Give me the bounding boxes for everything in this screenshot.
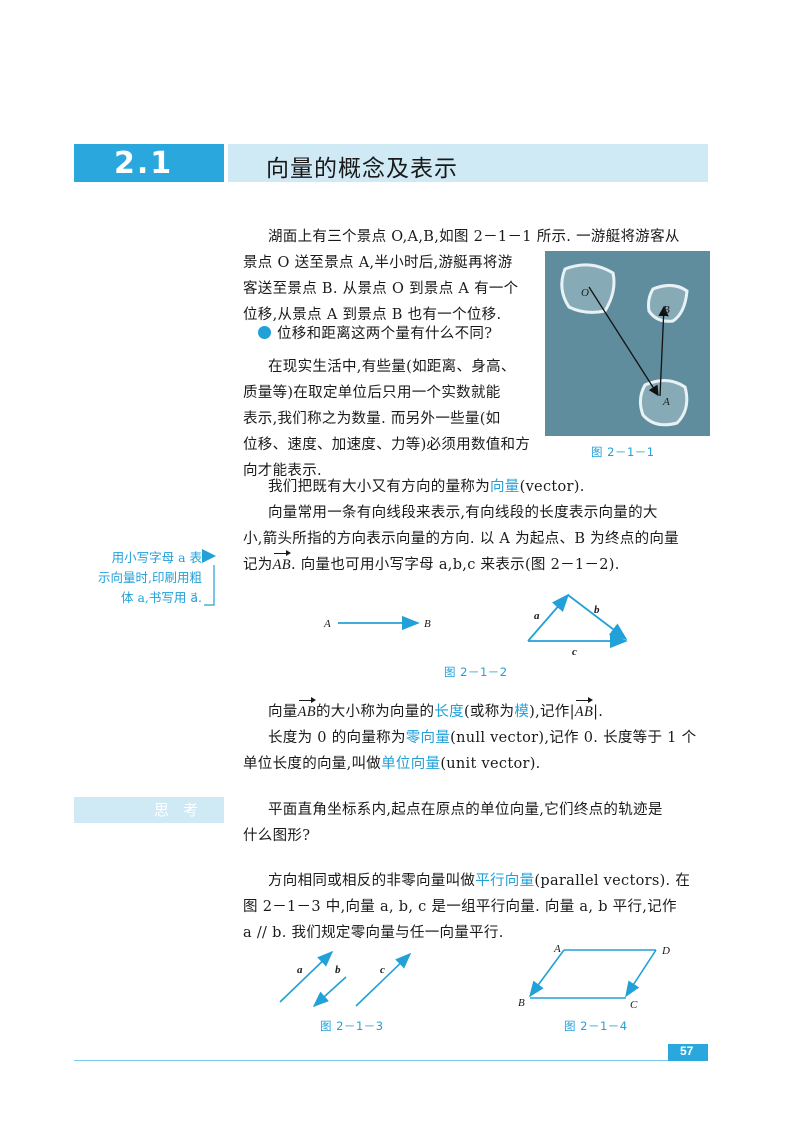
length-end: |. xyxy=(593,704,604,720)
intro-line-1: 湖面上有三个景点 O,A,B,如图 2－1－1 所示. 一游艇将游客从 xyxy=(268,229,680,245)
vector-rep-line-3-post: . 向量也可用小写字母 a,b,c 来表示(图 2－1－2). xyxy=(290,557,620,573)
zero-paragraph-line-1: 长度为 0 的向量称为零向量(null vector),记作 0. 长度等于 1… xyxy=(268,725,696,751)
length-mid: 的大小称为向量的 xyxy=(315,704,435,720)
section-title-bar: 向量的概念及表示 xyxy=(228,144,708,182)
scalar-line-2: 质量等)在取定单位后只用一个实数就能 xyxy=(243,385,501,401)
vector-def-post: (vector). xyxy=(519,479,585,495)
fig2-label-a: A xyxy=(323,618,331,630)
section-title: 向量的概念及表示 xyxy=(266,156,458,182)
figure-lake-photo: O B A xyxy=(545,251,710,436)
section-number: 2.1 xyxy=(114,146,174,181)
figure-3-caption: 图 2－1－3 xyxy=(320,1019,384,1033)
vector-b-arrow xyxy=(567,594,628,641)
page-number: 57 xyxy=(680,1044,694,1058)
length-paragraph: 向量AB的大小称为向量的长度(或称为模),记作|AB|. xyxy=(268,697,604,725)
intro-line-3: 客送至景点 B. 从景点 O 到景点 A 有一个 xyxy=(243,281,519,297)
unit-post: (unit vector). xyxy=(440,756,541,772)
figure-2-diagram: A B a b c xyxy=(323,593,628,658)
vector-o-to-a xyxy=(588,286,659,397)
parallel-line-2: 图 2－1－3 中,向量 a, b, c 是一组平行向量. 向量 a, b 平行… xyxy=(243,899,677,915)
length-pre: 向量 xyxy=(268,704,298,720)
section-number-bar: 2.1 xyxy=(74,144,224,182)
figure-2-caption: 图 2－1－2 xyxy=(444,665,508,679)
scalar-line-3: 表示,我们称之为数量. 而另外一些量(如 xyxy=(243,411,501,427)
fig2-label-b: B xyxy=(424,618,431,630)
parallel-vector-c xyxy=(355,952,412,1007)
vector-rep-line-3: 记为AB. 向量也可用小写字母 a,b,c 来表示(图 2－1－2). xyxy=(243,550,620,578)
term-length: 长度 xyxy=(434,704,464,720)
zero-pre: 长度为 0 的向量称为 xyxy=(268,730,406,746)
fig3-label-b: b xyxy=(335,964,341,976)
think-label-bar: 思考 xyxy=(74,797,224,823)
vector-a-arrow xyxy=(527,593,570,642)
page-number-box: 57 xyxy=(668,1044,708,1061)
question-text: 位移和距离这两个量有什么不同? xyxy=(277,326,493,342)
side-note-bracket xyxy=(202,549,216,606)
vector-ab-symbol: AB xyxy=(273,550,292,578)
parallel-post: (parallel vectors). 在 xyxy=(534,873,691,889)
parallel-line-3: a // b. 我们规定零向量与任一向量平行. xyxy=(243,925,504,941)
footer-rule xyxy=(74,1060,708,1061)
intro-line-4: 位移,从景点 A 到景点 B 也有一个位移. xyxy=(243,307,502,323)
scalar-line-5: 向才能表示. xyxy=(243,463,322,479)
unit-pre: 单位长度的向量,叫做 xyxy=(243,756,382,772)
side-note-line-2: 示向量时,印刷用粗 xyxy=(98,570,202,585)
think-label: 思考 xyxy=(154,801,213,819)
term-vector: 向量 xyxy=(490,479,520,495)
side-note: 用小写字母 a 表 示向量时,印刷用粗 体 a,书写用 a⃗. xyxy=(74,548,202,608)
parallel-line-1: 方向相同或相反的非零向量叫做平行向量(parallel vectors). 在 xyxy=(268,868,690,894)
question-line: 位移和距离这两个量有什么不同? xyxy=(258,321,492,347)
vector-rep-line-2: 小,箭头所指的方向表示向量的方向. 以 A 为起点、B 为终点的向量 xyxy=(243,531,679,547)
parallel-vector-b xyxy=(312,976,347,1008)
vector-definition: 我们把既有大小又有方向的量称为向量(vector). xyxy=(268,474,585,500)
question-bullet-icon xyxy=(258,326,271,339)
vector-dc xyxy=(625,949,657,998)
think-line-1: 平面直角坐标系内,起点在原点的单位向量,它们终点的轨迹是 xyxy=(268,802,663,818)
fig4-label-a: A xyxy=(553,943,561,955)
scalar-line-1: 在现实生活中,有些量(如距离、身高、 xyxy=(268,359,516,375)
scalar-line-4: 位移、速度、加速度、力等)必须用数值和方 xyxy=(243,437,531,453)
parallel-vector-a xyxy=(279,950,334,1003)
fig3-label-c: c xyxy=(380,964,385,976)
vector-def-pre: 我们把既有大小又有方向的量称为 xyxy=(268,479,490,495)
intro-line-2: 景点 O 送至景点 A,半小时后,游艇再将游 xyxy=(243,255,513,271)
side-note-line-1: 用小写字母 a 表 xyxy=(111,550,202,565)
term-unit-vector: 单位向量 xyxy=(381,756,441,772)
think-line-2: 什么图形? xyxy=(243,828,311,844)
island-b xyxy=(647,284,689,323)
fig4-label-d: D xyxy=(661,945,670,957)
label-a: A xyxy=(662,396,670,408)
parallel-pre: 方向相同或相反的非零向量叫做 xyxy=(268,873,476,889)
vector-rep-line-1: 向量常用一条有向线段来表示,有向线段的长度表示向量的大 xyxy=(268,505,658,521)
length-vector-symbol-2: AB xyxy=(575,697,594,725)
fig3-label-a: a xyxy=(297,964,303,976)
length-vector-symbol: AB xyxy=(298,697,317,725)
vector-rep-line-3-pre: 记为 xyxy=(243,557,273,573)
figure-4-caption: 图 2－1－4 xyxy=(564,1019,628,1033)
vector-ab xyxy=(529,949,565,998)
fig4-label-b: B xyxy=(518,997,525,1009)
fig4-label-c: C xyxy=(630,999,638,1011)
fig2-label-side-b: b xyxy=(594,604,600,616)
term-modulus: 模 xyxy=(514,704,530,720)
figure-4-diagram: A D B C xyxy=(518,943,670,1011)
zero-mid: (null vector),记作 0. 长度等于 1 个 xyxy=(450,730,697,746)
fig2-label-side-a: a xyxy=(534,610,540,622)
term-parallel-vectors: 平行向量 xyxy=(475,873,535,889)
fig2-label-side-c: c xyxy=(572,646,577,658)
figure-1-caption: 图 2－1－1 xyxy=(591,445,655,459)
label-b: B xyxy=(663,304,670,316)
side-note-pointer-icon xyxy=(202,549,216,563)
lake-diagram: O B A xyxy=(545,251,710,436)
vector-a-to-b xyxy=(658,305,669,397)
term-zero-vector: 零向量 xyxy=(405,730,451,746)
zero-paragraph-line-2: 单位长度的向量,叫做单位向量(unit vector). xyxy=(243,751,541,777)
length-post: ),记作| xyxy=(529,704,575,720)
length-mid-2: (或称为 xyxy=(463,704,515,720)
label-o: O xyxy=(581,287,589,299)
figure-3-diagram: a b c xyxy=(279,950,412,1008)
side-note-line-3: 体 a,书写用 a⃗. xyxy=(120,590,202,605)
